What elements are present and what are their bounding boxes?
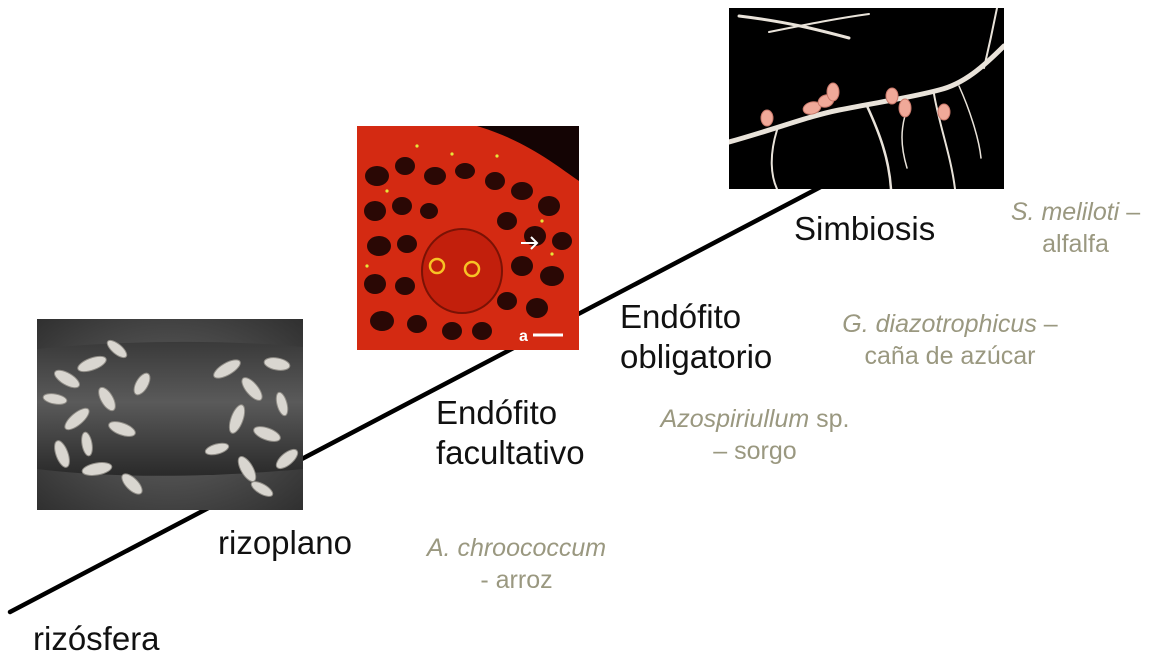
example-meliloti: S. meliloti – alfalfa	[998, 196, 1153, 260]
stage-simbiosis-label: Simbiosis	[794, 209, 935, 249]
confocal-micrograph-image: a	[357, 126, 579, 350]
stage-facultativo-label: Endófito facultativo	[436, 393, 585, 473]
facultativo-line-1: Endófito	[436, 393, 585, 433]
example-meliloti-host: alfalfa	[998, 228, 1153, 260]
example-diazotrophicus-species: G. diazotrophicus –	[820, 308, 1080, 340]
example-azospirillum: Azospiriullum sp. – sorgo	[640, 403, 870, 467]
scale-label: a	[519, 328, 528, 345]
obligatorio-line-1: Endófito	[620, 297, 772, 337]
stage-obligatorio-label: Endófito obligatorio	[620, 297, 772, 377]
stage-rizoplano-label: rizoplano	[218, 523, 352, 563]
example-meliloti-species: S. meliloti –	[998, 196, 1153, 228]
example-chroococcum-species: A. chroococcum	[409, 532, 624, 564]
stage-rizosfera-label: rizósfera	[33, 619, 160, 653]
example-azospirillum-species: Azospiriullum sp.	[640, 403, 870, 435]
facultativo-line-2: facultativo	[436, 433, 585, 473]
example-azospirillum-host: – sorgo	[640, 435, 870, 467]
root-nodules-image	[729, 8, 1004, 189]
sem-micrograph-image	[37, 319, 303, 510]
example-chroococcum-host: - arroz	[409, 564, 624, 596]
example-diazotrophicus-host: caña de azúcar	[820, 340, 1080, 372]
example-chroococcum: A. chroococcum - arroz	[409, 532, 624, 596]
example-diazotrophicus: G. diazotrophicus – caña de azúcar	[820, 308, 1080, 372]
obligatorio-line-2: obligatorio	[620, 337, 772, 377]
